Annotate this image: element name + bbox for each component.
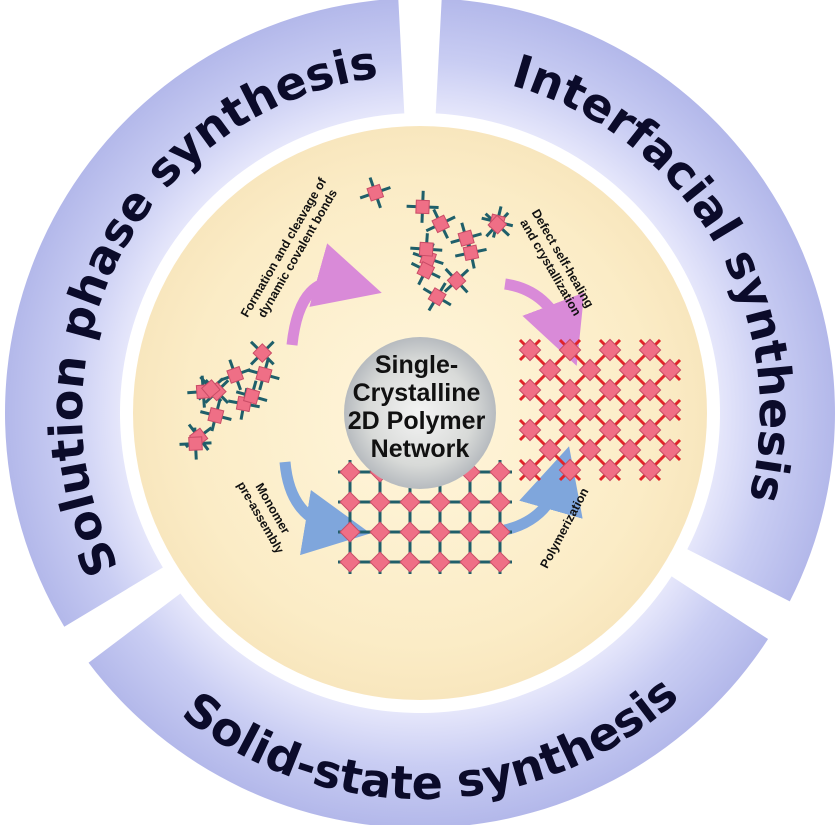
monomer-node (399, 551, 421, 573)
monomer-node (459, 521, 481, 543)
monomer-node (618, 358, 642, 382)
monomer-node (431, 214, 451, 234)
monomer-node (489, 551, 511, 573)
monomer-node (598, 338, 622, 362)
monomer-node (578, 358, 602, 382)
monomer-node (255, 365, 273, 384)
monomer-node (188, 436, 203, 451)
amorphous-network (359, 177, 514, 312)
monomer-node (638, 458, 662, 482)
monomer-node (658, 438, 682, 462)
monomer-node (457, 229, 475, 247)
monomer-node (538, 398, 562, 422)
monomer-node (658, 358, 682, 382)
monomer-node (462, 244, 480, 262)
monomer-node (489, 491, 511, 513)
monomer-node (538, 358, 562, 382)
monomer-node (226, 365, 245, 384)
monomer-node (427, 287, 447, 307)
monomer-node (638, 418, 662, 442)
monomer-node (366, 183, 385, 202)
monomer-node (638, 338, 662, 362)
monomer-node (518, 378, 542, 402)
monomer-node (339, 521, 361, 543)
monomer-node (252, 343, 273, 363)
ring-segment-solution (5, 0, 405, 627)
monomer-node (518, 458, 542, 482)
monomer-node (339, 551, 361, 573)
monomer-node (207, 407, 225, 425)
monomer-node (415, 199, 430, 215)
center-title: Single- Crystalline 2D Polymer Network (348, 351, 493, 463)
disordered-network (179, 340, 280, 460)
center-circle (344, 337, 496, 489)
monomer-node (399, 491, 421, 513)
monomer-node (418, 241, 434, 257)
monomer-node (598, 378, 622, 402)
monomer-node (429, 551, 451, 573)
monomer-node (638, 378, 662, 402)
monomer-node (558, 418, 582, 442)
monomer-node (598, 458, 622, 482)
monomer-node (618, 438, 642, 462)
monomer-node (558, 458, 582, 482)
monomer-node (518, 338, 542, 362)
outer-ring (5, 0, 835, 825)
monomer-node (618, 398, 642, 422)
monomer-node (399, 521, 421, 543)
ring-segment-solid-state (88, 576, 769, 825)
monomer-node (416, 261, 436, 280)
monomer-node (429, 491, 451, 513)
monomer-node (518, 418, 542, 442)
monomer-node (489, 521, 511, 543)
monomer-node (459, 491, 481, 513)
arrow-polymerization (503, 446, 583, 536)
monomer-node (489, 461, 511, 483)
monomer-node (446, 270, 467, 291)
arrow-self-healing (504, 278, 585, 366)
monomer-node (369, 521, 391, 543)
monomer-node (200, 379, 221, 399)
monomer-node (658, 398, 682, 422)
monomer-node (369, 491, 391, 513)
ring-segment-interfacial (435, 0, 835, 602)
monomer-node (459, 551, 481, 573)
monomer-node (339, 491, 361, 513)
monomer-node (538, 438, 562, 462)
monomer-node (429, 521, 451, 543)
monomer-node (339, 461, 361, 483)
crystalline-network (518, 338, 682, 482)
monomer-node (242, 387, 261, 405)
monomer-node (369, 551, 391, 573)
arrow-pre-assembly (279, 461, 371, 556)
monomer-node (578, 438, 602, 462)
monomer-node (558, 338, 582, 362)
monomer-node (487, 214, 508, 235)
monomer-node (598, 418, 622, 442)
monomer-node (558, 378, 582, 402)
arrow-formation (286, 243, 382, 346)
monomer-node (578, 398, 602, 422)
